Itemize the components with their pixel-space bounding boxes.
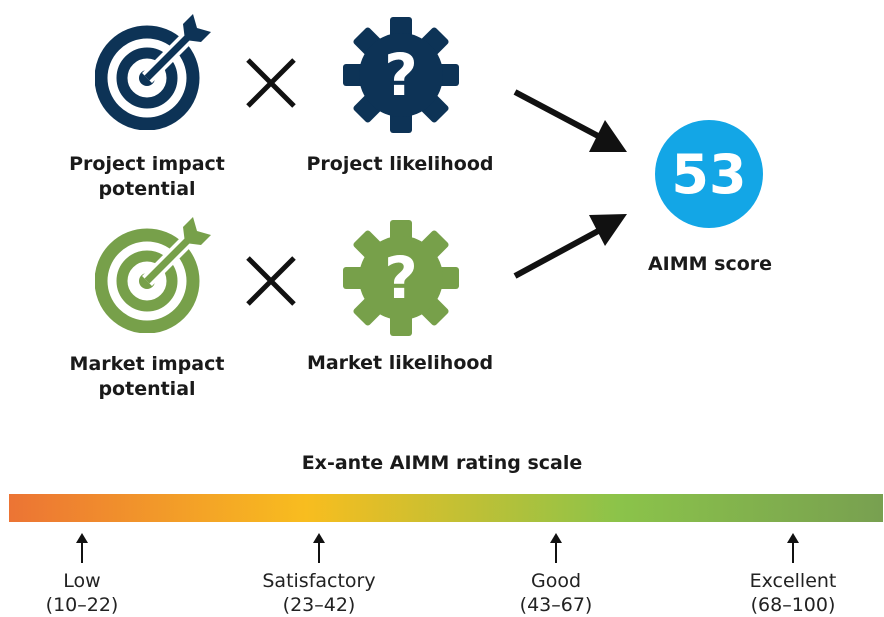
scale-marker-range: (23–42) [282, 594, 356, 616]
project-target-icon [95, 10, 215, 130]
project-impact-line2: potential [98, 178, 196, 200]
market-question-gear-icon: ? [341, 218, 461, 338]
up-arrow-icon [550, 533, 562, 563]
up-arrow-icon [76, 533, 88, 563]
scale-title: Ex-ante AIMM rating scale [301, 452, 583, 474]
scale-marker-excellent: Excellent (68–100) [718, 533, 868, 617]
scale-marker-range: (43–67) [519, 594, 593, 616]
multiply-icon [240, 52, 302, 114]
market-impact-line2: potential [98, 378, 196, 400]
svg-text:?: ? [384, 41, 418, 109]
up-arrow-icon [787, 533, 799, 563]
scale-marker-name: Low [63, 570, 101, 592]
svg-text:?: ? [384, 244, 418, 312]
scale-marker-good: Good (43–67) [481, 533, 631, 617]
project-question-gear-icon: ? [341, 15, 461, 135]
market-impact-line1: Market impact [69, 353, 225, 375]
project-likelihood-label: Project likelihood [306, 153, 494, 175]
scale-marker-range: (10–22) [45, 594, 119, 616]
project-impact-label: Project impact potential [52, 152, 242, 202]
scale-marker-range: (68–100) [750, 594, 836, 616]
up-arrow-icon [313, 533, 325, 563]
multiply-icon [240, 250, 302, 312]
market-impact-label: Market impact potential [52, 352, 242, 402]
rating-scale-bar [9, 494, 883, 522]
scale-marker-name: Good [530, 570, 582, 592]
arrow-icon [505, 80, 645, 300]
scale-marker-satisfactory: Satisfactory (23–42) [244, 533, 394, 617]
scale-marker-low: Low (10–22) [7, 533, 157, 617]
aimm-score-label: AIMM score [647, 253, 773, 275]
market-target-icon [95, 213, 215, 333]
aimm-score-badge: 53 [655, 120, 763, 228]
scale-marker-name: Satisfactory [262, 570, 376, 592]
scale-marker-name: Excellent [749, 570, 837, 592]
market-likelihood-label: Market likelihood [306, 352, 494, 374]
project-impact-line1: Project impact [69, 153, 225, 175]
